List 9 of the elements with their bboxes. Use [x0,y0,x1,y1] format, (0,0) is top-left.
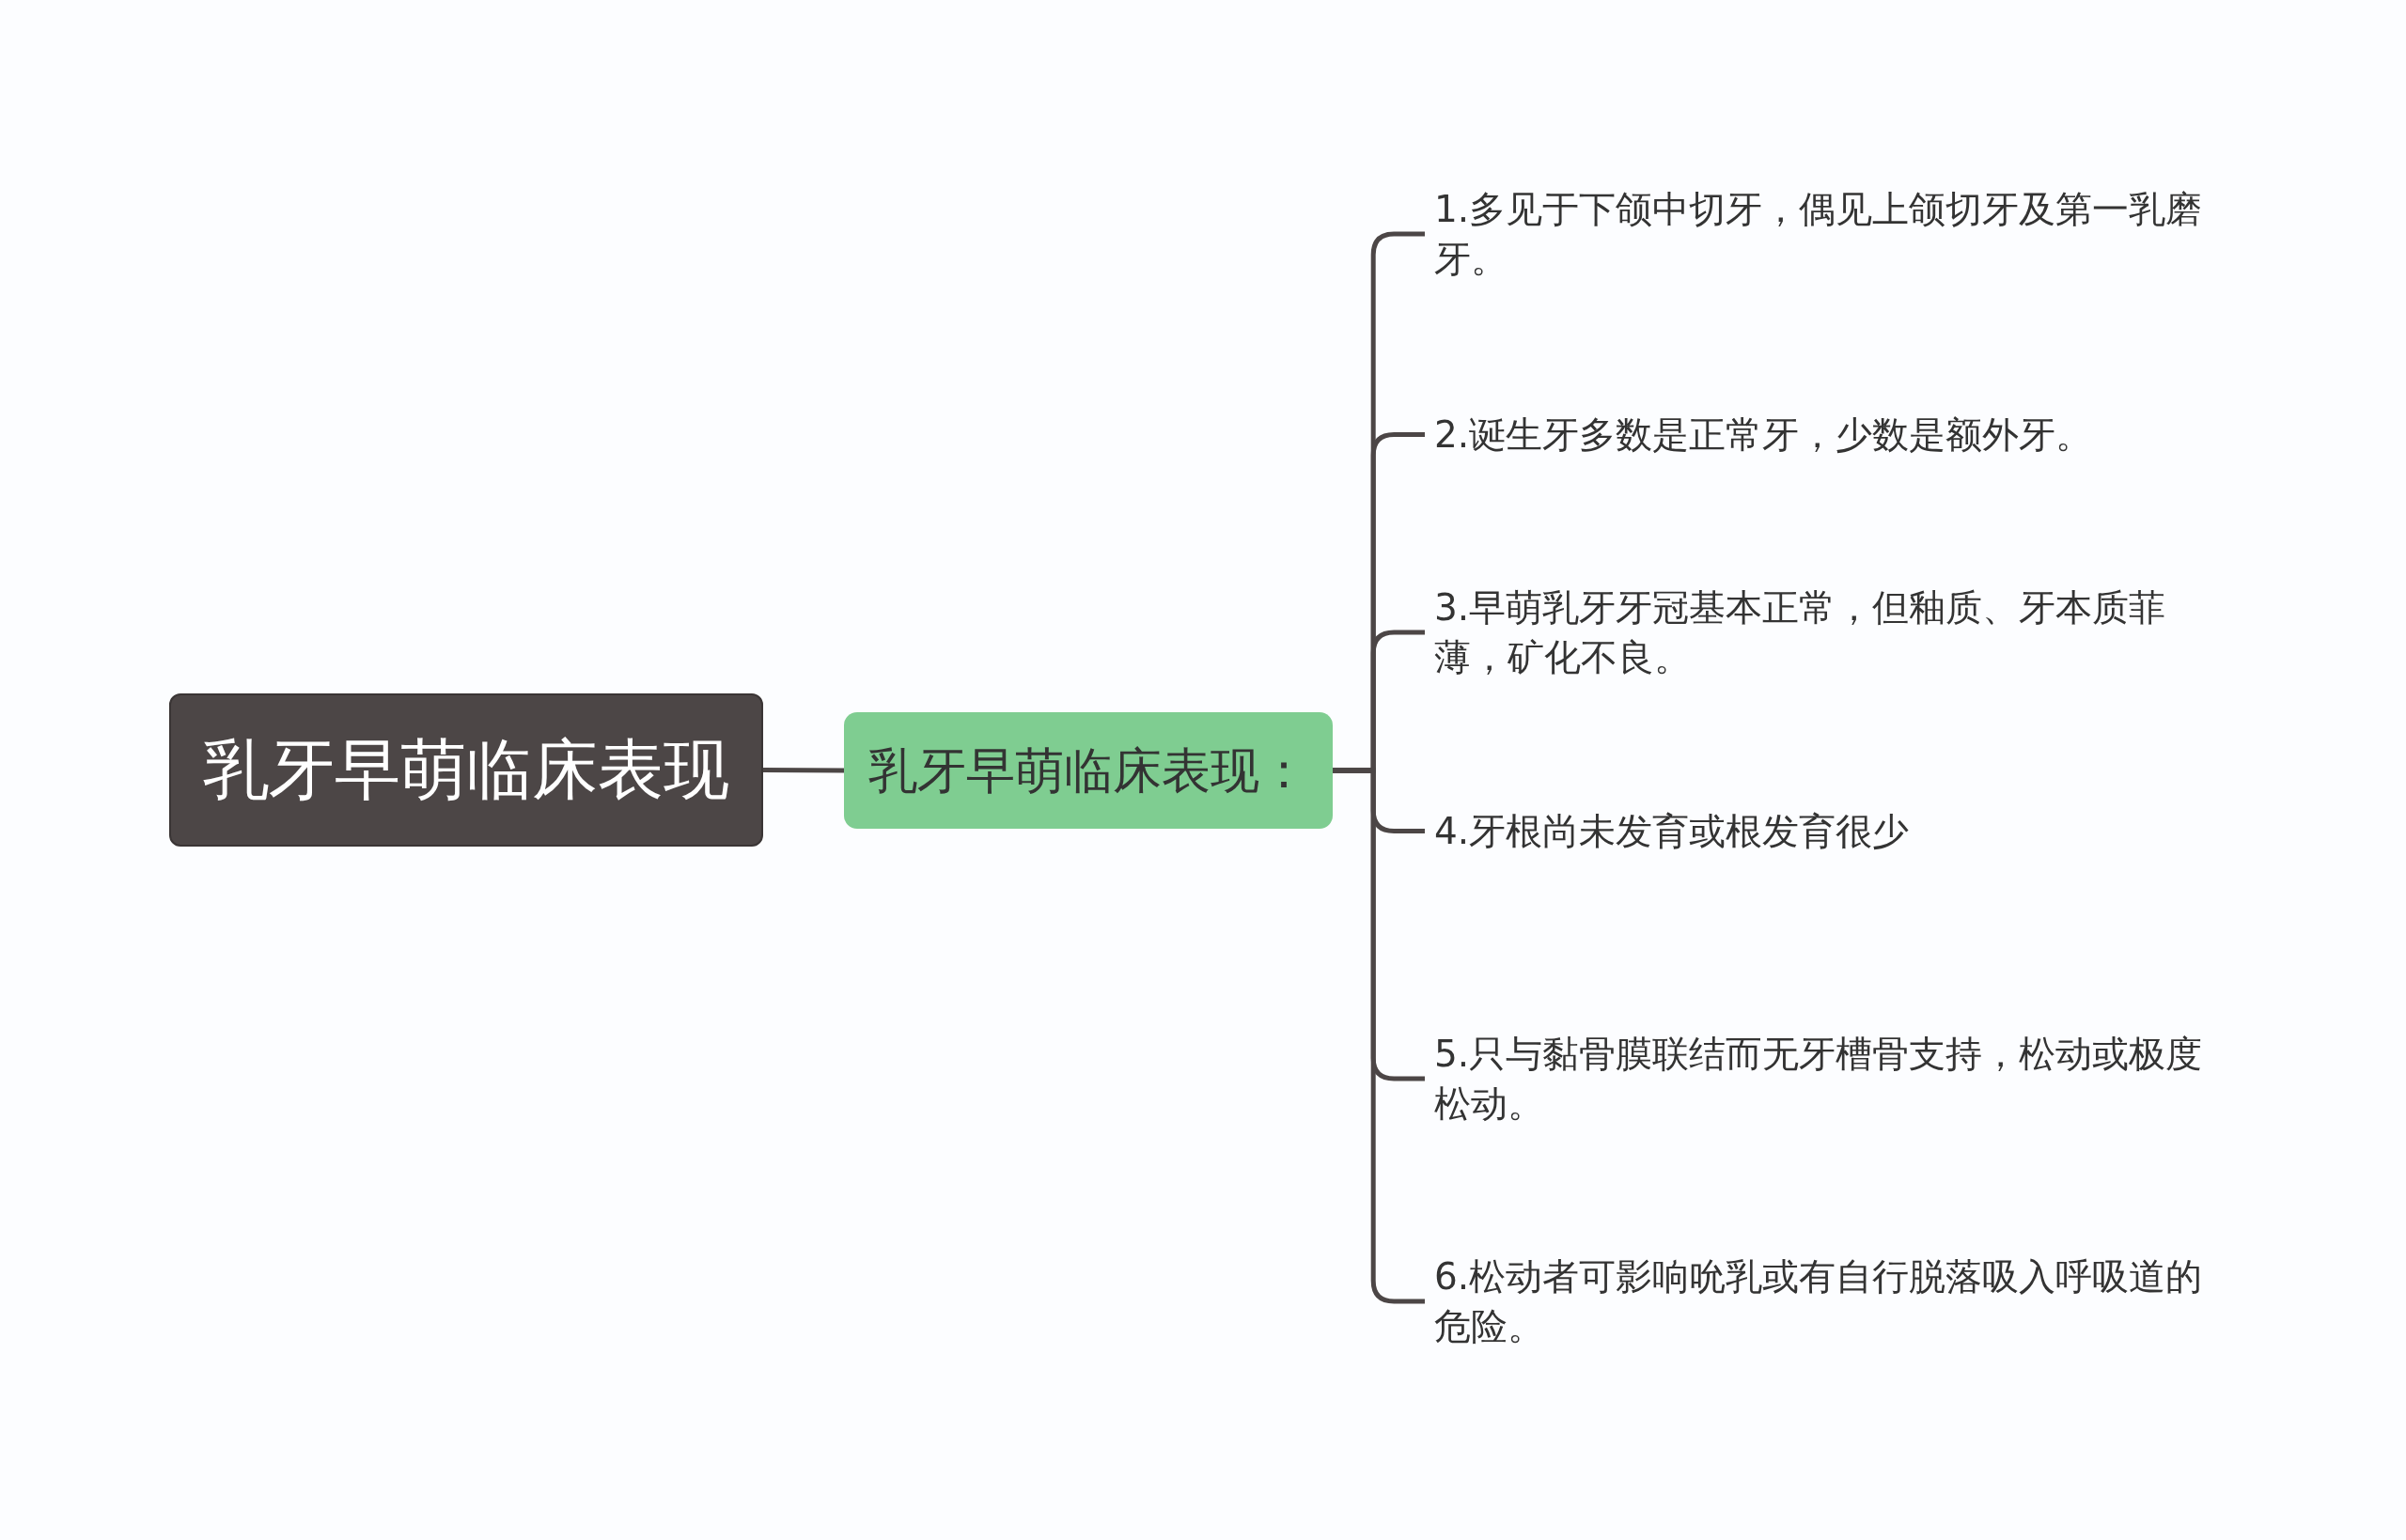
subtopic-box: 乳牙早萌临床表现： [844,712,1333,829]
branch-text: 6.松动者可影响吮乳或有自行脱落吸入呼吸道的危险。 [1434,1252,2224,1351]
branch-text: 2.诞生牙多数是正常牙，少数是额外牙。 [1434,410,2224,459]
branch-text: 5.只与黏骨膜联结而无牙槽骨支持，松动或极度松动。 [1434,1029,2224,1128]
connector-line [763,768,844,773]
branch-text: 1.多见于下颌中切牙，偶见上颌切牙及第一乳磨牙。 [1434,184,2224,284]
root-topic-box: 乳牙早萌临床表现 [169,693,763,847]
branch-text: 4.牙根尚未发育或根发育很少 [1434,806,2224,856]
branch-text: 3.早萌乳牙牙冠基本正常，但釉质、牙本质菲薄，矿化不良。 [1434,583,2224,682]
